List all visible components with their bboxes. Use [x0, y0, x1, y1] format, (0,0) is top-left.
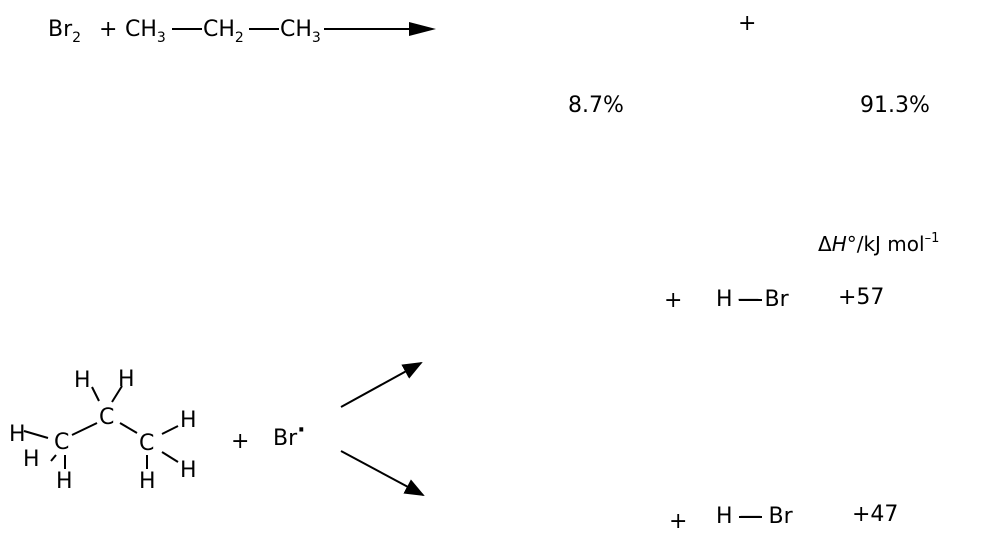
atom-h-c1-downleft: H: [23, 447, 40, 472]
propane-ch3-right: CH3: [280, 17, 321, 46]
row2-plus: +: [669, 509, 688, 534]
bromine-symbol: Br: [48, 17, 73, 42]
enthalpy-h: H: [831, 232, 847, 256]
bond-c1-h-downleft: [50, 454, 57, 462]
bond-h-c1: [23, 430, 49, 439]
atom-c3: C: [139, 431, 154, 456]
bond-c2-h-left: [91, 386, 100, 402]
bromine-reactant: Br2: [48, 17, 81, 46]
ch3-right-sub: 3: [311, 30, 321, 46]
atom-h-c3-downright: H: [180, 458, 197, 483]
yield-secondary: 91.3%: [860, 93, 930, 118]
arrow-up: [340, 362, 423, 408]
atom-c2: C: [99, 405, 114, 430]
ch3-left-text: CH: [125, 17, 157, 42]
atom-h-c2-right: H: [118, 367, 135, 392]
bond-c1-c2: [71, 422, 98, 436]
atom-h-c1-down: H: [56, 469, 73, 494]
arrow-down: [340, 450, 425, 496]
propane-ch2: CH2: [203, 17, 244, 46]
bond-c3-h-upright: [161, 425, 179, 435]
atom-h-c3-down: H: [139, 469, 156, 494]
yield-primary: 8.7%: [568, 93, 624, 118]
propane-ch3-left: CH3: [125, 17, 166, 46]
product-plus: +: [738, 11, 757, 36]
row2-enthalpy: +47: [852, 502, 899, 527]
reaction-arrow-head: [409, 22, 436, 36]
radical-symbol: Br: [273, 426, 298, 451]
row1-plus: +: [664, 288, 683, 313]
radical-dot: ·: [297, 418, 306, 443]
reactant-plus: +: [99, 17, 118, 42]
ch3-left-sub: 3: [156, 30, 166, 46]
bond-c3-h-downright: [161, 451, 179, 463]
ch2-sub: 2: [234, 30, 244, 46]
enthalpy-exponent: –1: [924, 231, 940, 246]
ch2-text: CH: [203, 17, 235, 42]
ch3-right-text: CH: [280, 17, 312, 42]
atom-h-c3-upright: H: [180, 408, 197, 433]
bond-c2-h-right: [111, 385, 123, 403]
bromine-subscript: 2: [72, 30, 82, 46]
enthalpy-units: °/kJ mol: [846, 232, 925, 256]
bond-c2-c3: [119, 422, 138, 434]
row1-enthalpy: +57: [838, 285, 885, 310]
propane-structure: H C C C H H H H H H H: [9, 367, 197, 494]
enthalpy-header: ΔH°/kJ mol–1: [818, 231, 940, 256]
structure-plus: +: [231, 429, 250, 454]
bromine-radical: Br·: [273, 420, 306, 451]
delta-symbol: Δ: [818, 232, 832, 256]
atom-h-left: H: [9, 422, 26, 447]
atom-c1: C: [54, 430, 69, 455]
atom-h-c2-left: H: [74, 368, 91, 393]
